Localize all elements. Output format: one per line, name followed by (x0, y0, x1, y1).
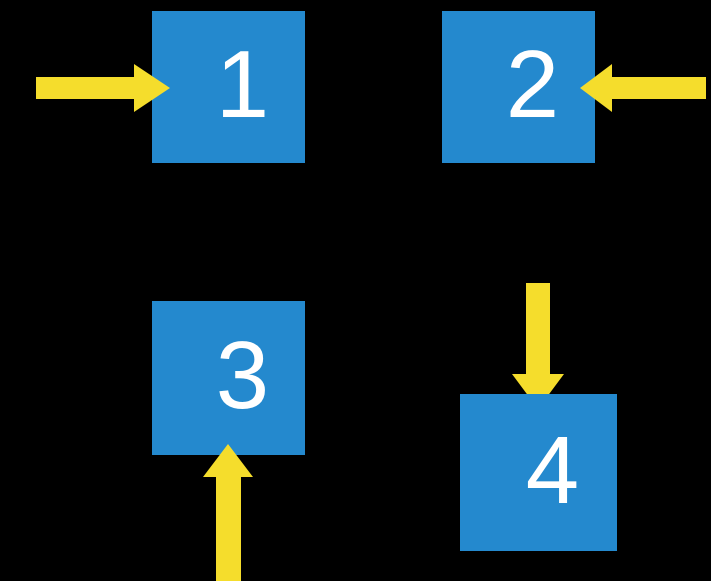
arrow-down-into-node-4 (512, 283, 564, 409)
node-box-4[interactable]: 4 (460, 394, 617, 551)
node-box-2-label: 2 (505, 31, 560, 138)
node-box-1-label: 1 (215, 31, 270, 138)
arrow-left-into-node-2 (580, 64, 706, 112)
node-box-2[interactable]: 2 (442, 11, 595, 163)
arrow-up-into-node-3 (203, 444, 253, 581)
arrow-right-into-node-1 (36, 64, 170, 112)
node-box-4-label: 4 (525, 416, 580, 524)
node-box-1[interactable]: 1 (152, 11, 305, 163)
node-box-3[interactable]: 3 (152, 301, 305, 455)
node-box-3-label: 3 (215, 322, 270, 429)
